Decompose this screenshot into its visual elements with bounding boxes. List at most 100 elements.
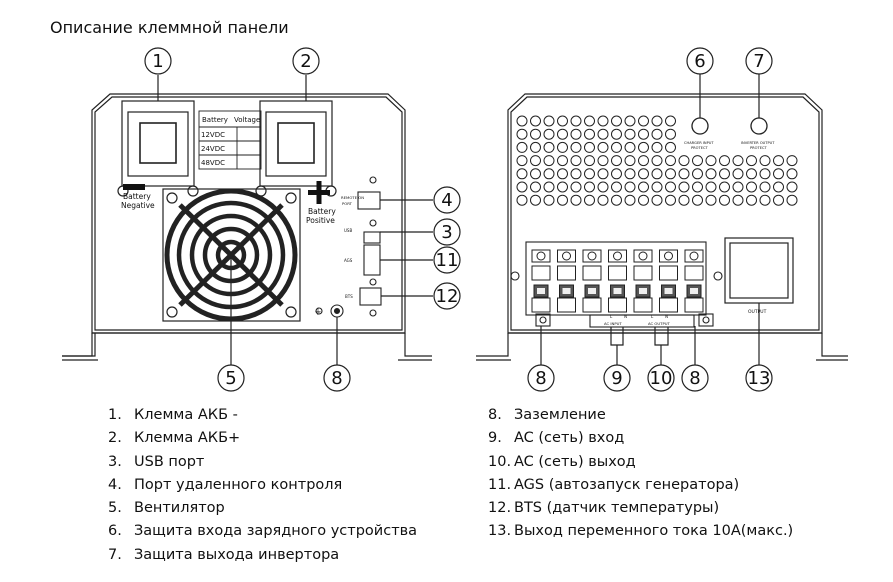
legend-item: 6.Защита входа зарядного устройства (108, 523, 418, 540)
terminal-mark-l2: L (651, 314, 654, 319)
terminal-body (608, 265, 627, 281)
vent-hole (624, 128, 636, 140)
vent-hole (786, 155, 798, 167)
terminal-clamp-hole (588, 288, 596, 294)
battery-negative-terminal (117, 100, 199, 197)
svg-text:2: 2 (300, 51, 311, 72)
svg-text:8: 8 (689, 368, 700, 389)
vent-hole (584, 168, 595, 180)
vent-hole (543, 168, 555, 180)
vent-hole (543, 141, 555, 153)
vent-hole (543, 194, 555, 206)
callout-9: 9 (603, 364, 631, 392)
legend-item: 10.AC (сеть) выход (488, 453, 636, 470)
legend-item: 9.AC (сеть) вход (488, 430, 625, 447)
callout-8-right-a: 8 (527, 364, 555, 392)
vent-hole (570, 168, 582, 180)
vent-hole (773, 194, 784, 206)
terminal-base (557, 297, 576, 313)
battery-table-row-3: 48VDC (201, 159, 225, 167)
vent-hole (638, 168, 649, 180)
charger-input-protect-label-2: PROTECT (691, 146, 708, 150)
callout-3: 3 (433, 218, 461, 246)
vent-hole (732, 181, 744, 193)
callout-12: 12 (433, 282, 461, 310)
vent-hole (692, 181, 703, 193)
svg-text:8: 8 (331, 368, 342, 389)
vent-hole (678, 194, 690, 206)
vent-hole (516, 115, 528, 127)
vent-hole (611, 141, 622, 153)
svg-text:8: 8 (535, 368, 546, 389)
vent-hole (530, 194, 541, 206)
vent-hole (570, 194, 582, 206)
vent-hole (651, 194, 663, 206)
vent-hole (557, 168, 568, 180)
vent-hole (759, 155, 771, 167)
svg-text:13: 13 (748, 368, 771, 389)
vent-hole (557, 115, 568, 127)
vent-hole (665, 115, 676, 127)
legend-right: 8.Заземление 9.AC (сеть) вход 10.AC (сет… (488, 404, 793, 544)
vent-hole (530, 128, 541, 140)
vent-hole (759, 181, 771, 193)
vent-hole (570, 181, 582, 193)
terminal-clamp-hole (537, 288, 545, 294)
legend-item: 3.USB порт (108, 453, 205, 470)
minus-symbol (123, 184, 145, 190)
svg-text:4: 4 (441, 190, 452, 211)
vent-hole (597, 128, 609, 140)
vent-hole (651, 115, 663, 127)
terminal-top (531, 249, 551, 263)
vent-hole (746, 194, 757, 206)
vent-hole (516, 194, 528, 206)
svg-text:6: 6 (694, 51, 705, 72)
terminal-body (633, 265, 653, 281)
charger-input-protect-label-1: CHARGER INPUT (684, 141, 714, 145)
vent-hole (651, 155, 663, 167)
vent-hole (584, 194, 595, 206)
vent-holes (516, 115, 798, 206)
vent-hole (638, 128, 649, 140)
vent-hole (692, 168, 703, 180)
vent-hole (597, 168, 609, 180)
vent-hole (746, 155, 757, 167)
terminal-screw (664, 251, 673, 261)
svg-text:5: 5 (225, 368, 236, 389)
vent-hole (638, 194, 649, 206)
vent-hole (611, 155, 622, 167)
vent-hole (624, 181, 636, 193)
callout-1: 1 (144, 47, 172, 75)
terminal-mark-n2: N (665, 314, 668, 319)
output-label: OUTPUT (748, 309, 767, 315)
vent-hole (543, 115, 555, 127)
vent-hole (557, 181, 568, 193)
vent-hole (530, 141, 541, 153)
vent-hole (651, 181, 663, 193)
vent-hole (530, 168, 541, 180)
vent-hole (543, 128, 555, 140)
vent-hole (665, 181, 676, 193)
vent-hole (516, 141, 528, 153)
svg-text:12: 12 (436, 286, 459, 307)
terminal-top (659, 249, 678, 263)
vent-hole (732, 194, 744, 206)
ac-terminal-block (510, 241, 723, 328)
vent-hole (786, 181, 798, 193)
vent-hole (597, 155, 609, 167)
terminal-base (582, 297, 602, 313)
vent-hole (786, 168, 798, 180)
terminal-mark-l1: L (610, 314, 613, 319)
vent-hole (584, 128, 595, 140)
usb-label: USB (344, 228, 352, 233)
vent-hole (584, 181, 595, 193)
vent-hole (597, 141, 609, 153)
callout-2: 2 (292, 47, 320, 75)
vent-hole (773, 155, 784, 167)
svg-text:10: 10 (650, 368, 673, 389)
vent-hole (638, 181, 649, 193)
terminal-clamp-hole (690, 288, 698, 294)
vent-hole (543, 181, 555, 193)
left-panel (62, 93, 432, 361)
inverter-output-protect-label-1: INVERTER OUTPUT (741, 141, 775, 145)
